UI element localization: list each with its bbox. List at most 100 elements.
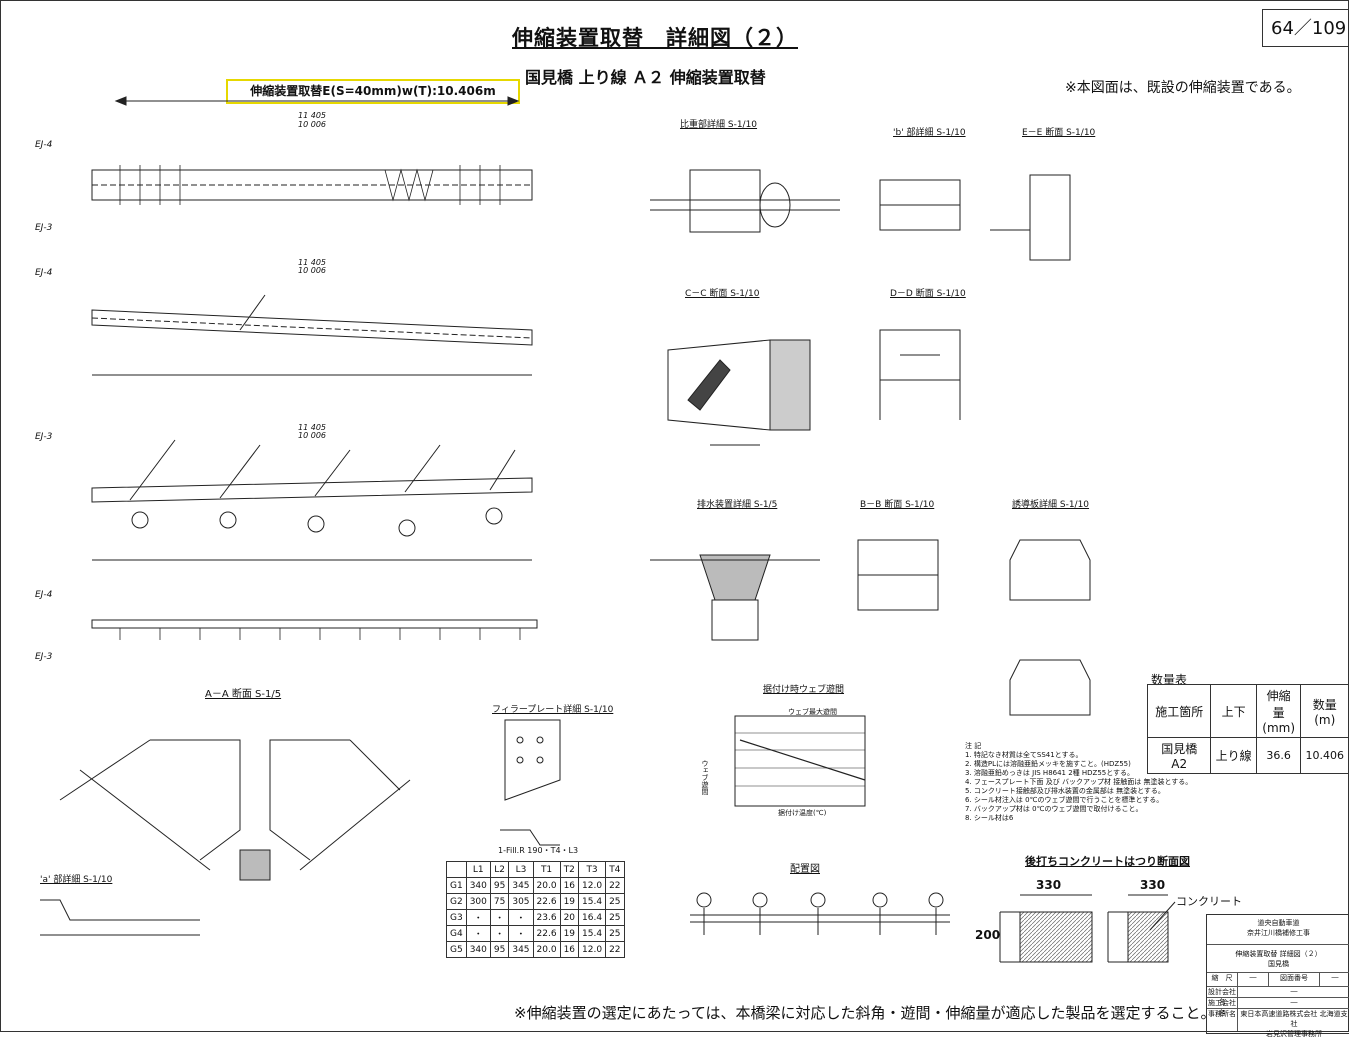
drawing-subtitle: 国見橋 上り線 Ａ２ 伸縮装置取替	[525, 68, 766, 87]
ft-cell: 305	[508, 893, 534, 910]
ft-cell: 340	[465, 877, 491, 894]
notes-block: 注 記 1. 特記なき材質は全てSS41とする。 2. 構造PLには溶融亜鉛メッ…	[965, 742, 1215, 823]
qty-header-quantity: 数量 (m)	[1300, 684, 1349, 738]
ft-cell: 19	[559, 925, 580, 942]
ft-header: T3	[578, 861, 607, 878]
existing-device-note: ※本図面は、既設の伸縮装置である。	[1065, 80, 1301, 96]
note-line: 注 記	[965, 742, 982, 750]
drawing-no-value: ―	[1331, 973, 1339, 981]
guide-plate-lower	[1009, 659, 1091, 716]
overall-dimension: 11 405	[298, 111, 326, 120]
ft-cell: 340	[465, 941, 491, 958]
scale-value: ―	[1238, 973, 1269, 986]
ft-cell: ・	[489, 909, 510, 926]
ft-cell: 25	[605, 925, 625, 942]
flange-strip	[91, 619, 538, 629]
note-line: 2. 構造PLには溶融亜鉛メッキを施すこと。(HDZ55)	[965, 760, 1131, 768]
ft-cell: ・	[489, 925, 510, 942]
ft-cell: G4	[446, 925, 467, 942]
ft-cell: 22	[605, 941, 625, 958]
ft-cell: 16	[559, 941, 580, 958]
ft-cell: G2	[446, 893, 467, 910]
ft-cell: G3	[446, 909, 467, 926]
ej4-elevation	[91, 309, 533, 346]
qty-header-expansion: 伸縮量 (mm)	[1255, 684, 1302, 738]
ft-cell: 22	[605, 877, 625, 894]
qty-expansion: 36.6	[1255, 737, 1302, 774]
ft-cell: 25	[605, 909, 625, 926]
quantity-table: 施工箇所 上下 伸縮量 (mm) 数量 (m) 国見橋 A2 上り線 36.6 …	[1146, 684, 1349, 774]
filler-plate	[504, 719, 561, 801]
ft-cell: 20.0	[532, 941, 561, 958]
title-block: 道央自動車道 奈井江川橋補修工事 伸縮装置取替 詳細図（２） 国見橋 縮 尺 ―…	[1206, 914, 1349, 1038]
overall-dimension-3: 11 405	[298, 423, 326, 432]
qty-direction: 上り線	[1210, 737, 1257, 774]
ej4-label-3: EJ-4	[35, 590, 53, 600]
ft-cell: 12.0	[578, 877, 607, 894]
drain-detail	[699, 554, 771, 601]
concrete-section-title: 後打ちコンクリートはつり断面図	[1025, 855, 1190, 868]
ft-cell: 15.4	[578, 893, 607, 910]
ft-cell: 345	[508, 877, 534, 894]
ft-cell: ・	[465, 909, 491, 926]
note-line: 6. シール材注入は 0℃のウェブ遊間で行うことを標準とする。	[965, 796, 1164, 804]
section-aa-left	[150, 739, 241, 861]
overall-dimension-2: 11 405	[298, 258, 326, 267]
graph-xlabel: 据付け温度(℃)	[778, 809, 827, 817]
ft-header: L2	[489, 861, 510, 878]
ft-cell: 25	[605, 893, 625, 910]
ej4-label-2: EJ-4	[35, 268, 53, 278]
company1-label: 設計会社名	[1208, 987, 1238, 1006]
office-label: 事務所名	[1207, 1009, 1238, 1031]
drain-detail-title: 排水装置詳細 S-1/5	[697, 500, 778, 510]
title-block-office: 事務所名 東日本高速道路株式会社 北海道支社 岩見沢管理事務所	[1207, 1009, 1349, 1038]
filler-detail-title: フィラープレート詳細 S-1/10	[492, 705, 614, 715]
ft-cell: G1	[446, 877, 467, 894]
ft-header: T1	[532, 861, 561, 878]
graph-legend: ウェブ最大遊間	[788, 708, 837, 716]
drawing-title: 伸縮装置取替 詳細図（２）	[512, 26, 798, 50]
ft-cell: ・	[508, 909, 534, 926]
scale-label: 縮 尺	[1207, 973, 1238, 986]
section-ee-title: E－E 断面 S-1/10	[1022, 128, 1096, 138]
detail-a-title: 'a' 部詳細 S-1/10	[40, 875, 113, 885]
qty-location: 国見橋 A2	[1146, 737, 1212, 774]
ft-cell: 16.4	[578, 909, 607, 926]
section-aa-right	[269, 739, 350, 861]
company2-value: ―	[1290, 998, 1298, 1006]
splice-detail-title: 比重部詳細 S-1/10	[680, 120, 758, 130]
note-line: 1. 特記なき材質は全てSS41とする。	[965, 751, 1083, 759]
ft-cell: 16	[559, 877, 580, 894]
concrete-dim-left: 330	[1036, 878, 1062, 892]
inner-dimension-3: 10 006	[298, 431, 326, 440]
section-bb-title: B－B 断面 S-1/10	[860, 500, 935, 510]
drawing-no-label: 図面番号	[1269, 973, 1320, 986]
ej3-elevation	[91, 477, 533, 503]
title-block-company1: 設計会社名 ―	[1207, 987, 1349, 1006]
qty-header-direction: 上下	[1210, 684, 1257, 738]
ft-cell: 20.0	[532, 877, 561, 894]
quantity-table-title: 数量表	[1151, 673, 1188, 687]
concrete-dim-right: 330	[1140, 878, 1166, 892]
ej3-label-3: EJ-3	[35, 652, 53, 662]
section-cc-title: C－C 断面 S-1/10	[685, 289, 760, 299]
note-line: 3. 溶融亜鉛めっきは JIS H8641 2種 HDZ55とする。	[965, 769, 1135, 777]
company2-label: 施工会社名	[1208, 998, 1238, 1017]
ft-header: T4	[605, 861, 625, 878]
ft-cell: 22.6	[532, 893, 561, 910]
guide-plate-title: 誘導板詳細 S-1/10	[1012, 500, 1090, 510]
layout-plan-title: 配置図	[790, 864, 820, 875]
title-block-company2: 施工会社名 ―	[1207, 998, 1349, 1017]
ft-cell: 300	[465, 893, 491, 910]
web-gap-title: 据付け時ウェブ遊間	[763, 685, 845, 695]
note-line: 4. フェースプレート下面 及び バックアップ材 接触面は 無塗装とする。	[965, 778, 1193, 786]
section-ee	[1029, 174, 1071, 261]
qty-header-location: 施工箇所	[1146, 684, 1212, 738]
ft-cell: 95	[489, 941, 510, 958]
title-block-org: 道央自動車道 奈井江川橋補修工事	[1207, 915, 1349, 945]
page-number: 64／109	[1262, 9, 1349, 47]
